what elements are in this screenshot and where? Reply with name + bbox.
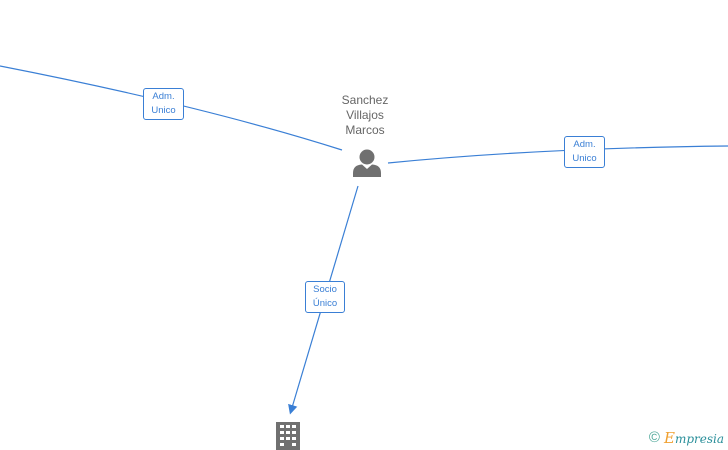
edge-label-line: Socio: [313, 284, 337, 295]
person-name[interactable]: Sanchez Villajos Marcos: [325, 93, 405, 138]
copyright-icon: ©: [648, 429, 660, 446]
edge-line-right: [387, 145, 728, 164]
edge-label-line: Adm.: [152, 91, 175, 102]
edge-label-socio-unico[interactable]: Socio Único: [305, 281, 345, 313]
edge-label-adm-unico-right[interactable]: Adm. Unico: [564, 136, 605, 168]
edge-label-line: Único: [312, 298, 338, 309]
empresia-watermark: © Empresia: [649, 429, 724, 447]
person-name-line: Marcos: [345, 123, 385, 137]
brand-logo-initial: E: [663, 428, 675, 447]
person-icon[interactable]: [351, 148, 383, 178]
person-name-line: Sanchez: [341, 93, 389, 107]
edge-label-line: Adm.: [573, 139, 596, 150]
brand-logo: Empresia: [664, 429, 724, 448]
person-name-line: Villajos: [346, 108, 384, 122]
edge-line-left: [0, 65, 343, 151]
building-icon[interactable]: [276, 422, 300, 450]
edge-label-line: Unico: [572, 153, 597, 164]
brand-logo-rest: mpresia: [674, 431, 724, 446]
edge-label-line: Unico: [151, 105, 176, 116]
edge-label-adm-unico-left[interactable]: Adm. Unico: [143, 88, 184, 120]
